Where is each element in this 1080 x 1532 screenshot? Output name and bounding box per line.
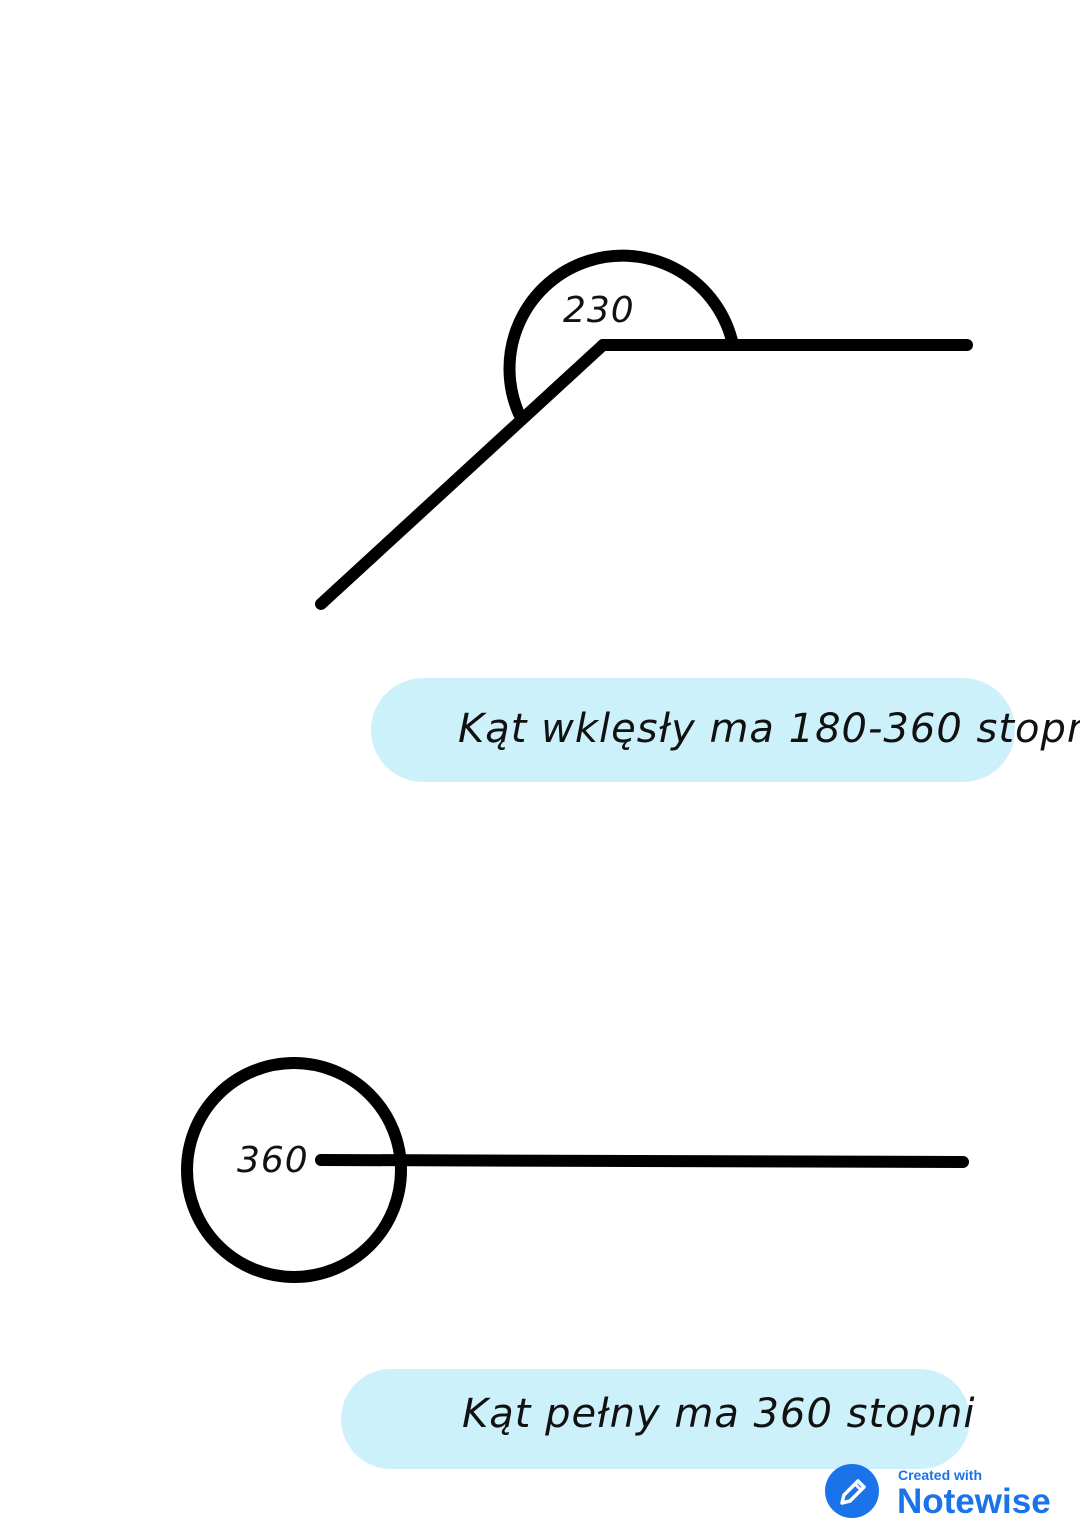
full-angle-diagram: 360 [181,1057,969,1283]
reflex-angle-lower-ray [315,339,609,610]
full-angle-circle [181,1057,407,1283]
reflex-angle-caption: Kąt wklęsły ma 180-360 stopni [371,678,1080,782]
reflex-caption-text: Kąt wklęsły ma 180-360 stopni [458,706,1080,752]
full-caption-text: Kąt pełny ma 360 stopni [462,1391,975,1437]
full-caption-highlight [341,1369,970,1469]
watermark-created-with: Created with [898,1467,982,1483]
watermark-brand-name: Notewise [897,1482,1051,1521]
full-angle-caption: Kąt pełny ma 360 stopni [341,1369,975,1469]
reflex-angle-diagram: 230 [315,249,973,610]
reflex-angle-arc [503,249,739,420]
full-angle-ray [315,1154,969,1168]
reflex-angle-value: 230 [563,290,635,331]
full-angle-value: 360 [237,1140,309,1181]
notewise-watermark[interactable]: Created with Notewise [822,1458,1072,1524]
pencil-icon [825,1464,879,1518]
reflex-caption-highlight [371,678,1015,782]
